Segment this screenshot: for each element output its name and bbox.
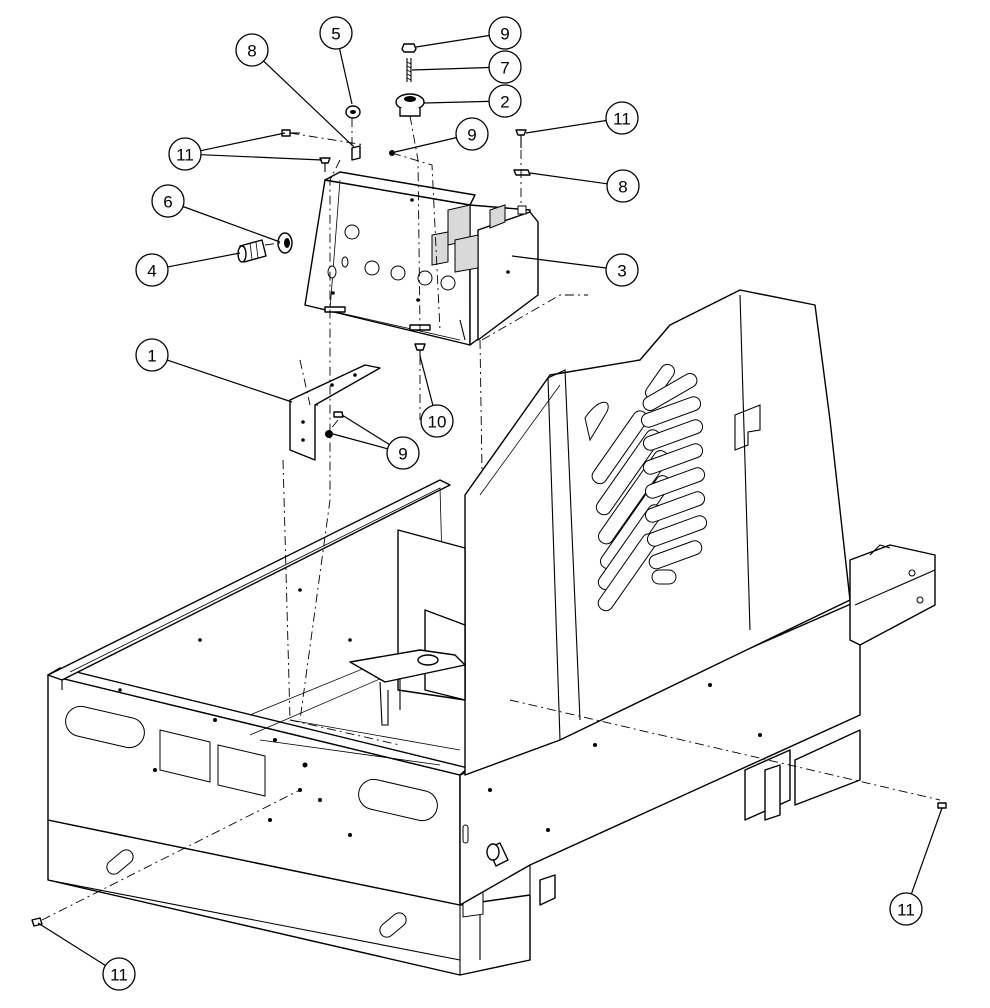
callout-number: 2: [500, 93, 509, 112]
callout-6: 6: [151, 184, 281, 243]
callout-leader: [338, 48, 353, 105]
callout-leader: [37, 922, 106, 966]
callout-leader: [332, 433, 388, 450]
callout-number: 9: [467, 126, 476, 145]
callout-number: 9: [500, 25, 509, 44]
assembly-centerlines: [41, 115, 941, 921]
vent-slots: [584, 363, 708, 612]
hardware-parts: [31, 43, 947, 927]
callout-leader: [411, 66, 490, 71]
callout-circle: [102, 957, 136, 991]
callout-circle: [605, 253, 639, 287]
callout-circle: [168, 137, 202, 171]
electrical-box-icon: [304, 171, 539, 346]
callout-number: 11: [110, 966, 128, 985]
mounting-bracket-icon: [289, 364, 381, 461]
callout-11: 11: [525, 101, 639, 135]
callout-9: 9: [415, 16, 522, 50]
base-frame-icon: [47, 289, 936, 976]
callout-number: 7: [500, 59, 509, 78]
callout-number: 3: [617, 262, 626, 281]
callout-circle: [488, 84, 522, 118]
callout-number: 1: [147, 347, 156, 366]
callout-number: 6: [163, 193, 172, 212]
callout-circle: [319, 16, 353, 50]
callout-circle: [420, 404, 454, 438]
callout-leader: [182, 205, 281, 243]
callout-leader: [419, 355, 434, 406]
callout-circle: [488, 16, 522, 50]
callout-leader: [525, 119, 607, 134]
callout-circle: [606, 169, 640, 203]
callout-circle: [135, 253, 169, 287]
callout-circle: [151, 184, 185, 218]
callout-10: 10: [419, 355, 454, 438]
callout-4: 4: [135, 252, 241, 287]
callout-3: 3: [511, 253, 639, 287]
callout-11: 11: [168, 132, 323, 171]
callout-9: 9: [332, 414, 420, 470]
callout-8: 8: [529, 169, 640, 203]
callout-2: 2: [423, 84, 522, 118]
callout-leader: [415, 34, 490, 48]
callout-number: 10: [428, 413, 447, 432]
callout-number: 8: [247, 42, 256, 61]
callout-9: 9: [394, 117, 489, 153]
callout-leader: [166, 359, 293, 403]
callout-leader: [167, 252, 241, 268]
callout-1: 1: [135, 338, 293, 403]
callout-circle: [386, 436, 420, 470]
callout-number: 11: [176, 146, 194, 165]
callout-number: 11: [897, 901, 915, 920]
callout-leader: [529, 172, 608, 185]
callout-number: 8: [618, 178, 627, 197]
callout-layer: 1 2 3 4 5 6 7 8 8 9 9 9 10 11 11 11 11: [37, 16, 943, 991]
callout-7: 7: [411, 50, 522, 84]
callout-leader: [511, 255, 607, 269]
callout-circle: [488, 50, 522, 84]
callout-circle: [235, 33, 269, 67]
callout-leader: [423, 100, 490, 104]
callout-leader: [200, 132, 286, 152]
callout-number: 4: [147, 262, 156, 281]
callout-number: 9: [398, 445, 407, 464]
callout-number: 5: [331, 25, 340, 44]
callout-11: 11: [37, 922, 136, 991]
callout-leader: [910, 807, 943, 895]
callout-circle: [889, 892, 923, 926]
callout-leader: [200, 154, 323, 161]
callout-11: 11: [889, 807, 943, 926]
callout-leader: [263, 60, 355, 148]
callout-8: 8: [235, 33, 355, 148]
callout-number: 11: [613, 110, 631, 129]
callout-circle: [455, 117, 489, 151]
callout-leader: [341, 414, 390, 446]
callout-leader: [394, 137, 457, 153]
callout-5: 5: [319, 16, 353, 105]
callout-circle: [135, 338, 169, 372]
callout-circle: [605, 101, 639, 135]
